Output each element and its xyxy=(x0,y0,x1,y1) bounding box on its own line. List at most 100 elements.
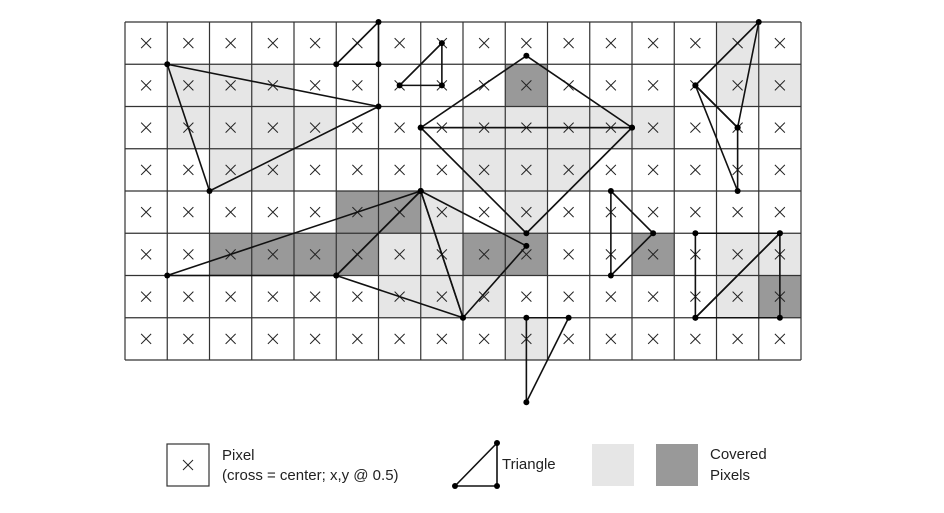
cross-icon xyxy=(182,459,194,471)
cross-icon xyxy=(478,206,490,218)
vertex-dot xyxy=(734,124,741,131)
legend-covered: Covered Pixels xyxy=(592,444,767,486)
vertex-dot xyxy=(523,52,530,59)
cross-icon xyxy=(605,333,617,345)
legend-pixel-title: Pixel xyxy=(222,447,255,464)
cross-icon xyxy=(140,333,152,345)
cross-icon xyxy=(225,333,236,345)
cross-icon xyxy=(732,206,743,218)
cross-icon xyxy=(309,206,321,218)
cross-icon xyxy=(647,333,659,345)
vertex-dot xyxy=(206,188,213,194)
cross-icon xyxy=(690,333,701,345)
triangle xyxy=(694,232,781,319)
vertex-dot xyxy=(438,40,445,47)
cross-icon xyxy=(647,291,659,302)
cross-icon xyxy=(521,206,532,218)
vertex-dot xyxy=(396,82,403,89)
vertex-dot xyxy=(734,188,741,194)
pixel-grid xyxy=(124,21,802,361)
cross-icon xyxy=(732,80,743,91)
cross-icon xyxy=(647,80,659,91)
cross-icon xyxy=(394,249,405,260)
cross-icon xyxy=(436,164,448,176)
cross-icon xyxy=(225,291,236,302)
vertex-dot xyxy=(460,314,466,321)
vertex-dot xyxy=(755,19,762,25)
cross-icon xyxy=(183,249,194,260)
legend-dark-swatch xyxy=(656,444,698,486)
cross-icon xyxy=(774,37,786,49)
cross-icon xyxy=(309,164,321,176)
cross-icon xyxy=(140,37,152,49)
cross-icon xyxy=(690,37,701,49)
cross-icon xyxy=(225,206,236,218)
cross-icon xyxy=(690,206,701,218)
vertex-dot xyxy=(333,272,340,279)
cross-icon xyxy=(309,333,321,345)
cross-icon xyxy=(183,333,194,345)
cross-icon xyxy=(732,291,743,302)
cross-icon xyxy=(309,37,321,49)
cross-icon xyxy=(140,164,152,176)
triangle xyxy=(335,21,380,66)
triangle xyxy=(166,63,380,192)
cross-icon xyxy=(225,164,236,176)
vertex-dot xyxy=(692,314,699,321)
cross-icon xyxy=(690,164,701,176)
legend-triangle-label: Triangle xyxy=(502,456,556,473)
vertex-dot xyxy=(607,188,614,194)
vertex-dot xyxy=(417,188,424,194)
cross-icon xyxy=(140,249,152,260)
cross-icon xyxy=(647,37,659,49)
vertex-dot xyxy=(523,399,530,406)
triangle xyxy=(525,316,570,404)
vertex-dot xyxy=(692,230,699,237)
vertex-dot xyxy=(607,272,614,279)
cross-icon xyxy=(521,80,532,91)
cross-icon xyxy=(732,249,743,260)
legend-light-swatch xyxy=(592,444,634,486)
cross-icon xyxy=(605,291,617,302)
legend: Pixel (cross = center; x,y @ 0.5) Triang… xyxy=(166,440,767,489)
cross-icon xyxy=(140,80,152,91)
cross-icon xyxy=(563,333,574,345)
cross-icon xyxy=(605,37,617,49)
cross-icon xyxy=(183,80,194,91)
vertex-dot xyxy=(375,103,382,110)
cross-icon xyxy=(605,80,617,91)
cross-icon xyxy=(478,164,490,176)
legend-pixel-subtitle: (cross = center; x,y @ 0.5) xyxy=(222,467,399,484)
vertex-dot xyxy=(776,314,783,321)
legend-covered-label-1: Covered xyxy=(710,446,767,463)
cross-icon xyxy=(267,122,279,133)
cross-icon xyxy=(563,249,574,260)
cross-icon xyxy=(521,291,532,302)
cross-icon xyxy=(563,291,574,302)
vertex-dot xyxy=(494,440,500,446)
cross-icon xyxy=(647,122,659,133)
cross-icon xyxy=(183,206,194,218)
vertex-dot xyxy=(629,124,635,131)
triangle xyxy=(398,42,443,87)
triangle xyxy=(694,84,739,192)
legend-triangle: Triangle xyxy=(452,440,556,489)
cross-icon xyxy=(352,291,363,302)
cross-icon xyxy=(394,164,405,176)
cross-icon xyxy=(352,80,363,91)
cross-icon xyxy=(183,37,194,49)
cross-icon xyxy=(647,206,659,218)
cross-icon xyxy=(309,122,321,133)
cross-icon xyxy=(563,164,574,176)
legend-pixel: Pixel (cross = center; x,y @ 0.5) xyxy=(166,443,399,487)
cross-icon xyxy=(225,122,236,133)
cross-icon xyxy=(140,291,152,302)
triangle-icon xyxy=(454,442,498,487)
cross-icon xyxy=(394,122,405,133)
cross-icon xyxy=(605,164,617,176)
cross-icon xyxy=(183,164,194,176)
cross-icon xyxy=(647,164,659,176)
cross-icon xyxy=(309,80,321,91)
cross-icon xyxy=(521,164,532,176)
